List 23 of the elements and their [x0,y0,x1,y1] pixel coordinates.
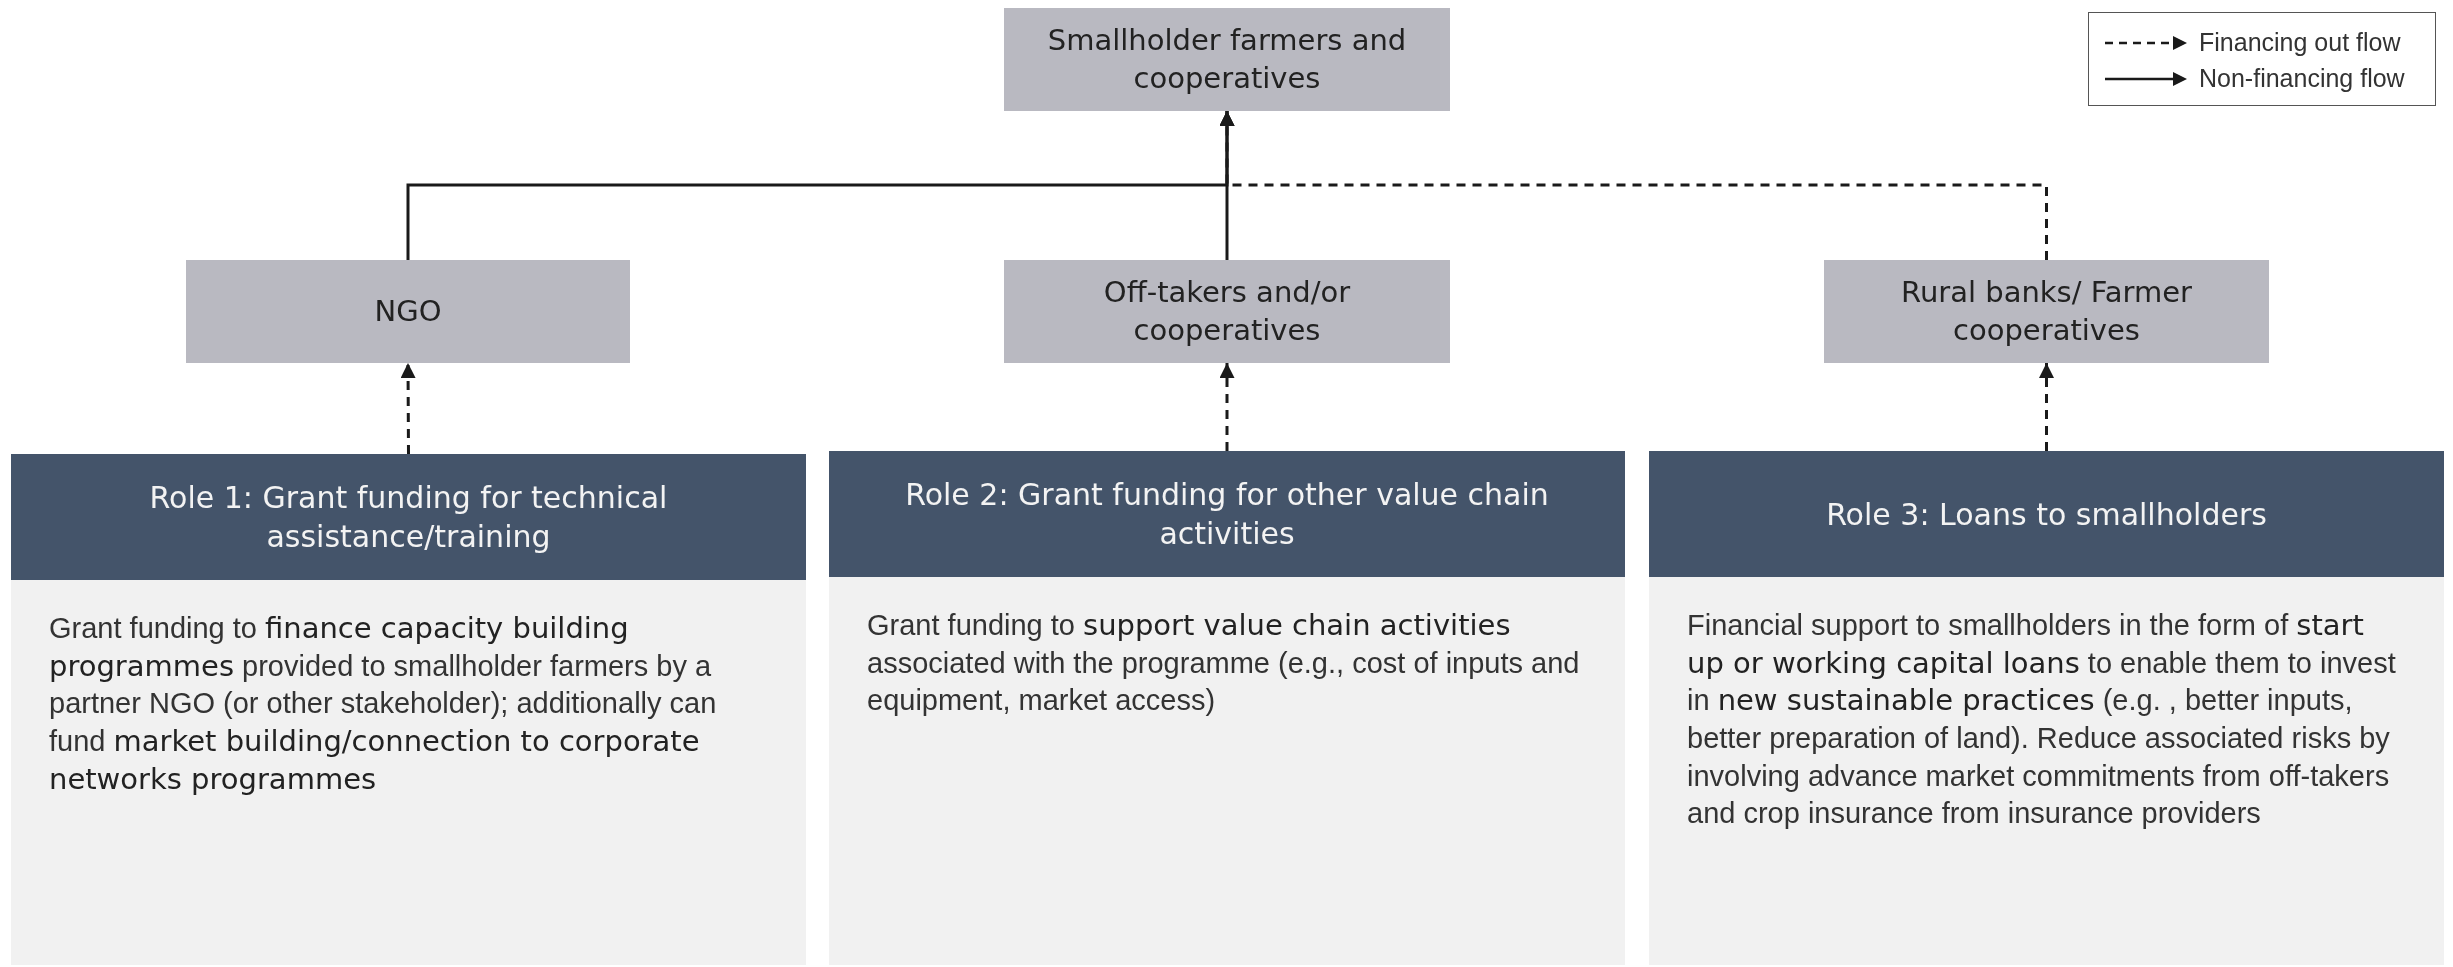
legend-label: Financing out flow [2199,28,2401,57]
dashed-arrow [1219,111,2048,260]
role-card [829,451,1625,965]
entity-label: Smallholder farmers and cooperatives [1046,21,1408,97]
role-description: Financial support to smallholders in the form of start up or working capital loans to enable them to invest in new sustainable practices (e.g. , better inputs, better preparation of land). Reduce associated risks by involving advance market commitments from off-takers and crop insurance from insurance providers [1687,607,2397,832]
entity-box [1824,260,2269,363]
role-heading: Role 1: Grant funding for technical assistance/training [11,454,806,580]
entity-label: Rural banks/ Farmer cooperatives [1900,273,2193,349]
role-description: Grant funding to finance capacity building programmes provided to smallholder farmers by a partner NGO (or other stakeholder); additionally can fund market building/connection to corporate networks programmes [49,610,718,798]
dashed-arrow [1219,363,1235,451]
role-card [11,454,806,965]
legend-label: Non-financing flow [2199,64,2405,93]
entity-box [186,260,630,363]
role-heading: Role 2: Grant funding for other value chain activities [829,451,1625,577]
entity-box [1004,8,1450,111]
entity-label: Off-takers and/or cooperatives [1102,273,1352,349]
entity-box [1004,260,1450,363]
dashed-arrow [2039,363,2054,451]
role-description: Grant funding to support value chain activities associated with the programme (e.g., cost of inputs and equipment, market access) [867,607,1581,719]
dashed-arrow [400,363,416,454]
entity-label: NGO [374,292,442,330]
role-card [1649,451,2444,965]
role-heading: Role 3: Loans to smallholders [1649,451,2444,577]
